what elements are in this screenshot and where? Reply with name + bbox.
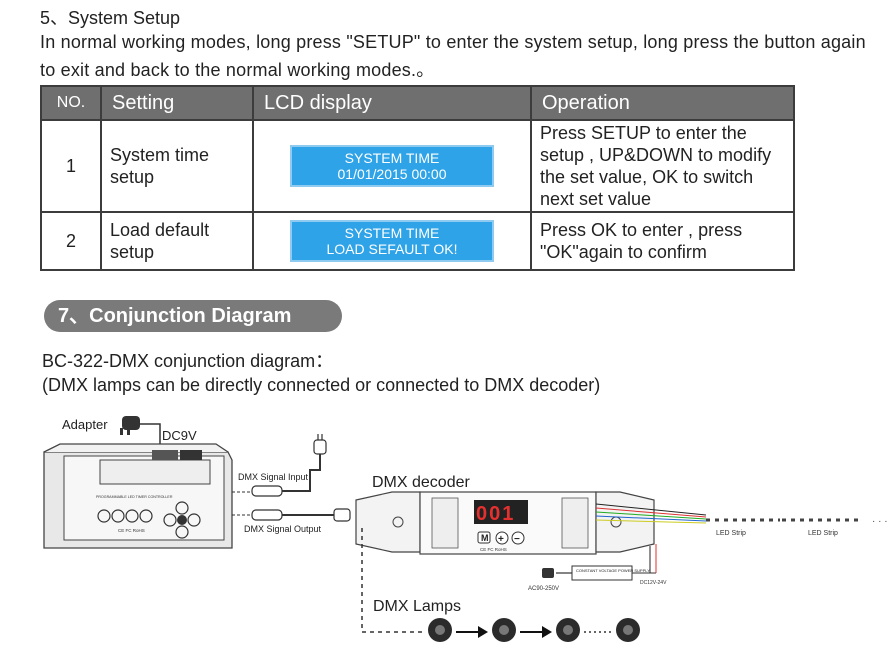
adapter-label: Adapter: [62, 417, 108, 432]
ellipsis-dots: · · ·: [872, 516, 888, 527]
output-wires: [595, 503, 707, 524]
table-row: 1 System time setup SYSTEM TIME 01/01/20…: [40, 119, 795, 213]
row-number: 2: [40, 211, 102, 271]
controller-marks: CE FC RoHS: [118, 528, 145, 533]
dmx-lamp-1: [428, 618, 452, 642]
power-supply: CONSTANT VOLTAGE POWER SUPPLY: [542, 544, 657, 581]
lcd-line-1: SYSTEM TIME: [344, 150, 440, 166]
conjunction-diagram: Adapter DC9V PROGRAMMABLE LED TIMER CONT…: [43, 416, 888, 642]
section-5-intro: In normal working modes, long press "SET…: [40, 32, 866, 80]
conjunction-note: (DMX lamps can be directly connected or …: [42, 375, 601, 395]
lcd-line-2: 01/01/2015 00:00: [337, 166, 447, 182]
setting-line-2: setup: [110, 242, 155, 262]
arrow-icon: [456, 626, 488, 638]
dmx-lamp-2: [492, 618, 516, 642]
dmx-lamp-4: [616, 618, 640, 642]
signal-input-connector: [251, 434, 327, 497]
lamps-title: DMX Lamps: [373, 598, 461, 615]
setting-line-1: System time: [110, 145, 210, 165]
row-setting: System time setup: [100, 119, 254, 213]
lcd-line-2: LOAD SEFAULT OK!: [326, 241, 458, 257]
controller-label: PROGRAMMABLE LED TIMER CONTROLLER: [96, 495, 173, 499]
row-lcd: SYSTEM TIME LOAD SEFAULT OK!: [252, 211, 532, 271]
header-operation: Operation: [530, 85, 795, 121]
section-7-pill: 7、Conjunction Diagram: [44, 300, 342, 332]
dmx-decoder: 001 M + − CE FC RoHS: [355, 491, 655, 555]
signal-input-label: DMX Signal Input: [238, 472, 309, 482]
row-operation: Press OK to enter , press "OK"again to c…: [530, 211, 795, 271]
decoder-m-button: M: [481, 533, 489, 543]
led-strip-2-label: LED Strip: [808, 530, 838, 537]
power-supply-label: CONSTANT VOLTAGE POWER SUPPLY: [576, 568, 650, 573]
setting-line-2: setup: [110, 167, 155, 187]
section-5-heading: 5、System Setup: [40, 8, 181, 28]
header-setting: Setting: [100, 85, 254, 121]
decoder-display: 001: [476, 503, 515, 525]
arrow-icon: [520, 626, 552, 638]
row-lcd: SYSTEM TIME 01/01/2015 00:00: [252, 119, 532, 213]
row-number: 1: [40, 119, 102, 213]
conjunction-caption: BC-322-DMX conjunction diagram：: [42, 351, 334, 371]
table-row: 2 Load default setup SYSTEM TIME LOAD SE…: [40, 211, 795, 271]
dc9v-label: DC9V: [162, 428, 197, 443]
signal-output-connector: [251, 508, 351, 522]
dc-voltage-label: DC12V-24V: [640, 580, 667, 586]
row-operation: Press SETUP to enter the setup , UP&DOWN…: [530, 119, 795, 213]
lcd-display: SYSTEM TIME 01/01/2015 00:00: [290, 145, 494, 187]
header-no: NO.: [40, 85, 102, 121]
decoder-marks: CE FC RoHS: [480, 547, 507, 552]
decoder-plus-button: +: [498, 534, 504, 545]
decoder-minus-button: −: [514, 534, 520, 545]
adapter-plug-icon: [120, 416, 161, 450]
lcd-display: SYSTEM TIME LOAD SEFAULT OK!: [290, 220, 494, 262]
signal-output-label: DMX Signal Output: [244, 524, 322, 534]
dmx-lamp-3: [556, 618, 580, 642]
header-lcd-display: LCD display: [252, 85, 532, 121]
setting-line-1: Load default: [110, 220, 210, 240]
row-setting: Load default setup: [100, 211, 254, 271]
led-strip-1-label: LED Strip: [716, 530, 746, 537]
table-header-row: NO. Setting LCD display Operation: [40, 85, 795, 121]
decoder-title: DMX decoder: [372, 474, 470, 491]
ac-voltage-label: AC90-250V: [528, 586, 559, 592]
system-setup-table: NO. Setting LCD display Operation 1 Syst…: [40, 85, 795, 271]
dmx-controller: PROGRAMMABLE LED TIMER CONTROLLER CE FC …: [43, 443, 233, 549]
lcd-line-1: SYSTEM TIME: [344, 225, 440, 241]
